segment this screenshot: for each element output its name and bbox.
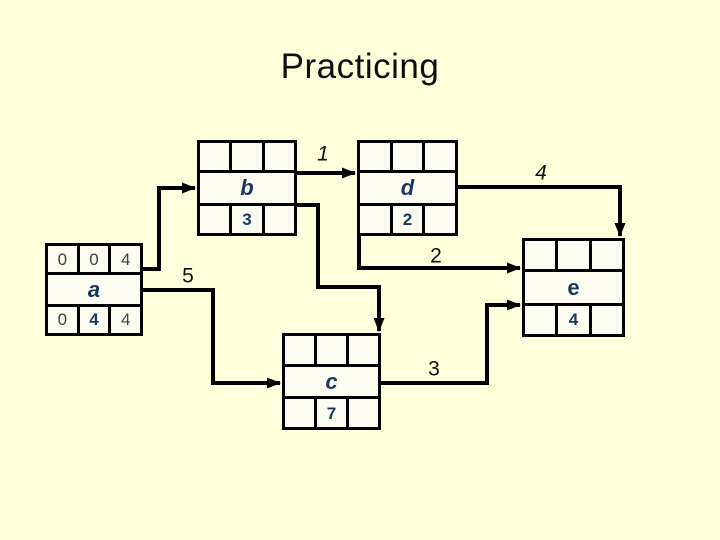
- node-d-early-finish-cell: [425, 143, 456, 171]
- node-e: e 4: [522, 238, 625, 337]
- node-c-late-finish-cell: [349, 399, 378, 427]
- node-a-late-start-cell: 0: [48, 306, 77, 333]
- node-b-early-finish-cell: [264, 143, 294, 171]
- node-b-early-start-cell: [200, 143, 230, 171]
- edge-a-to-b: [143, 182, 196, 271]
- node-d-early-start-cell: [360, 143, 390, 171]
- node-e-bottom-row: 4: [525, 305, 622, 334]
- node-d-late-start-cell: [360, 205, 390, 233]
- node-e-top-middle-cell: [558, 241, 589, 270]
- node-e-early-start-cell: [525, 241, 556, 270]
- edge-d-to-e-left: [357, 236, 521, 274]
- node-e-late-start-cell: [525, 305, 556, 334]
- node-a-label-cell: a: [48, 275, 140, 304]
- node-b-top-row: [200, 143, 294, 171]
- node-a-top-row: 0 0 4: [48, 246, 141, 273]
- edge-c-to-e: [381, 299, 521, 385]
- node-c-top-middle-cell: [317, 336, 346, 364]
- node-d-top-middle-cell: [392, 143, 423, 171]
- node-a-late-finish-cell: 4: [111, 306, 141, 333]
- slide-title: Practicing: [280, 47, 440, 86]
- node-c: c 7: [282, 333, 381, 430]
- edge-b-to-c: [297, 203, 385, 332]
- node-d-label-cell: d: [360, 173, 455, 203]
- node-d-late-finish-cell: [425, 205, 456, 233]
- node-a: 0 0 4 a 0 4 4: [45, 243, 143, 336]
- node-d-bottom-row: 2: [360, 205, 456, 233]
- node-a-top-middle-cell: 0: [79, 246, 109, 273]
- node-e-duration-cell: 4: [558, 305, 589, 334]
- node-b-bottom-row: 3: [200, 205, 294, 233]
- node-c-early-start-cell: [285, 336, 314, 364]
- node-c-late-start-cell: [285, 399, 314, 427]
- edge-label-d-to-e-top: 4: [535, 161, 547, 185]
- node-c-bottom-row: 7: [285, 399, 378, 427]
- node-b-label-cell: b: [200, 173, 294, 203]
- node-b-duration-cell: 3: [232, 205, 262, 233]
- node-e-label-cell: e: [525, 272, 622, 303]
- node-a-early-start-cell: 0: [48, 246, 77, 273]
- node-c-top-row: [285, 336, 378, 364]
- node-a-bottom-row: 0 4 4: [48, 306, 141, 333]
- node-c-label: c: [325, 368, 338, 394]
- node-e-label: e: [567, 274, 580, 300]
- edge-label-c-to-e: 3: [428, 357, 440, 381]
- edge-a-to-c: [143, 288, 281, 389]
- node-a-label: a: [87, 276, 101, 302]
- edge-label-a-to-c: 5: [182, 264, 194, 288]
- node-e-late-finish-cell: [591, 305, 622, 334]
- node-c-early-finish-cell: [349, 336, 378, 364]
- node-b-late-start-cell: [200, 205, 230, 233]
- edge-d-to-e-top: [458, 185, 626, 237]
- node-a-early-finish-cell: 4: [111, 246, 141, 273]
- node-c-label-cell: c: [285, 366, 378, 397]
- node-d-duration-cell: 2: [392, 205, 423, 233]
- node-b-label: b: [240, 174, 254, 200]
- node-e-early-finish-cell: [591, 241, 622, 270]
- edge-label-d-to-e-left: 2: [430, 244, 442, 268]
- node-b-top-middle-cell: [232, 143, 262, 171]
- node-b-late-finish-cell: [264, 205, 294, 233]
- node-a-duration-cell: 4: [79, 306, 109, 333]
- node-c-duration-cell: 7: [317, 399, 346, 427]
- node-b: b 3: [197, 140, 297, 236]
- node-e-top-row: [525, 241, 622, 270]
- node-d: d 2: [357, 140, 458, 236]
- node-d-top-row: [360, 143, 456, 171]
- edge-label-b-to-d: 1: [317, 142, 329, 166]
- node-d-label: d: [400, 174, 415, 200]
